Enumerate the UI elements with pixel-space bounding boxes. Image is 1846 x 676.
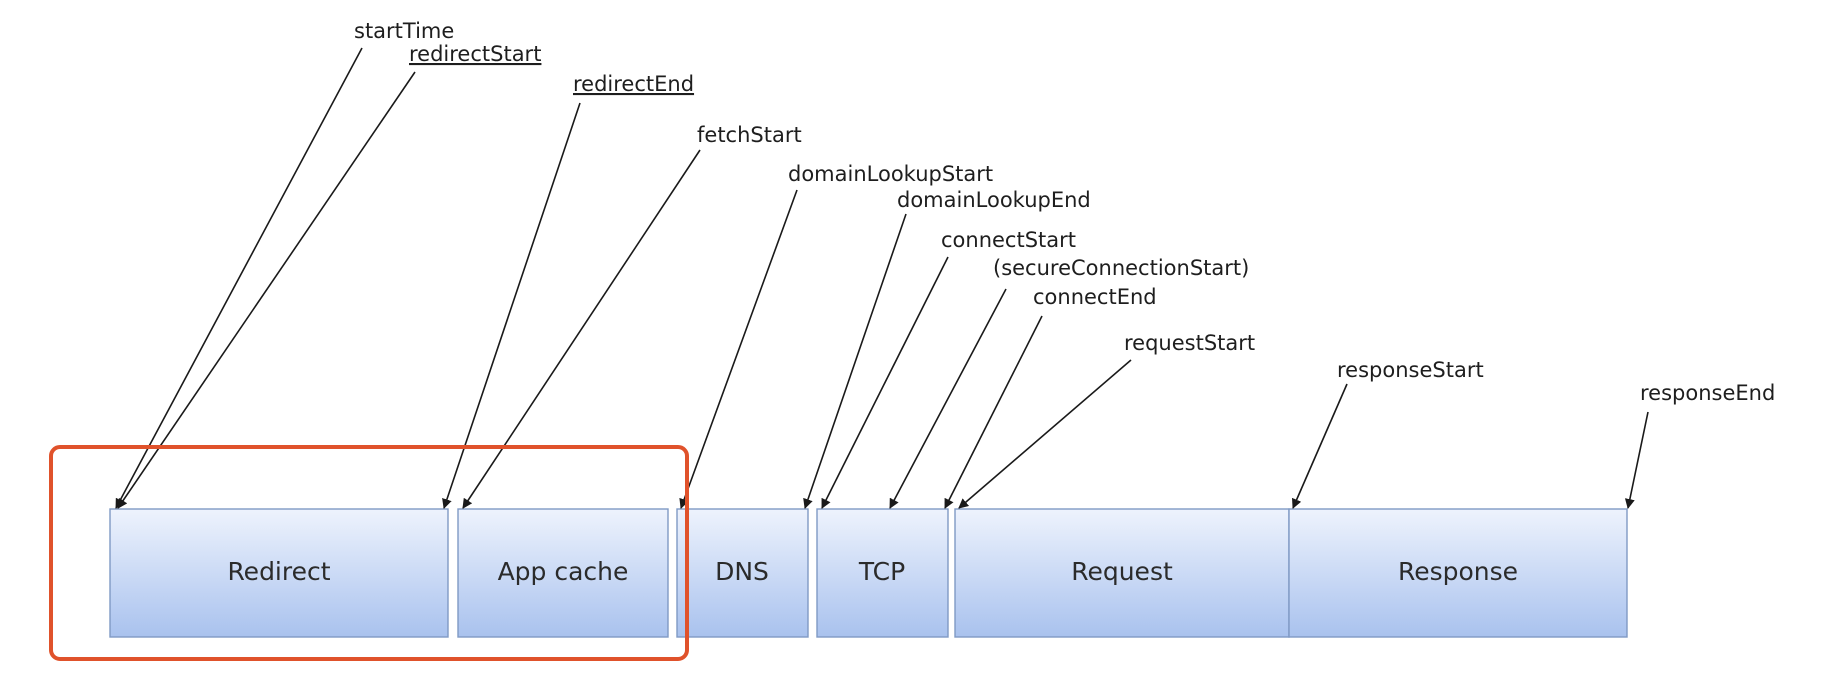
event-arrows [115, 47, 1649, 509]
phase-label-tcp: TCP [858, 557, 905, 586]
arrow-response-start [1292, 383, 1348, 509]
phase-label-response: Response [1398, 557, 1518, 586]
arrow-start-time [115, 47, 363, 509]
phase-label-redirect: Redirect [227, 557, 330, 586]
arrow-connect-end [944, 315, 1043, 509]
phase-box-response [1288, 508, 1628, 638]
event-labels: startTime redirectStart redirectEnd fetc… [354, 19, 1775, 405]
arrow-response-end [1624, 411, 1649, 509]
event-label-request-start: requestStart [1124, 331, 1255, 355]
phase-boxes [109, 508, 1628, 638]
arrow-domain-lookup-end [803, 213, 907, 509]
phase-box-dns [676, 508, 809, 638]
event-label-start-time: startTime [354, 19, 454, 43]
arrow-connect-start [821, 256, 949, 509]
phase-label-request: Request [1071, 557, 1173, 586]
event-label-connect-start: connectStart [941, 228, 1076, 252]
event-label-redirect-start: redirectStart [409, 42, 541, 66]
arrow-redirect-start [117, 71, 416, 509]
event-label-response-start: responseStart [1337, 358, 1484, 382]
phase-box-request [954, 508, 1290, 638]
phase-box-tcp [816, 508, 949, 638]
phase-box-redirect [109, 508, 449, 638]
event-label-response-end: responseEnd [1640, 381, 1775, 405]
arrow-secure-connection-start [889, 288, 1007, 509]
event-label-fetch-start: fetchStart [697, 123, 802, 147]
event-label-redirect-end: redirectEnd [573, 72, 694, 96]
phase-box-app-cache [457, 508, 669, 638]
highlight-frame [49, 445, 689, 661]
event-label-domain-lookup-end: domainLookupEnd [897, 188, 1091, 212]
arrow-redirect-end [442, 102, 581, 509]
event-label-secure-connection-start: (secureConnectionStart) [993, 256, 1249, 280]
phase-label-app-cache: App cache [498, 557, 629, 586]
arrow-fetch-start [462, 149, 701, 509]
event-label-domain-lookup-start: domainLookupStart [788, 162, 993, 186]
arrow-domain-lookup-start [679, 189, 798, 509]
phase-label-dns: DNS [715, 557, 769, 586]
arrow-request-start [958, 359, 1132, 509]
event-label-connect-end: connectEnd [1033, 285, 1157, 309]
phase-labels: Redirect App cache DNS TCP Request Respo… [227, 557, 1518, 586]
